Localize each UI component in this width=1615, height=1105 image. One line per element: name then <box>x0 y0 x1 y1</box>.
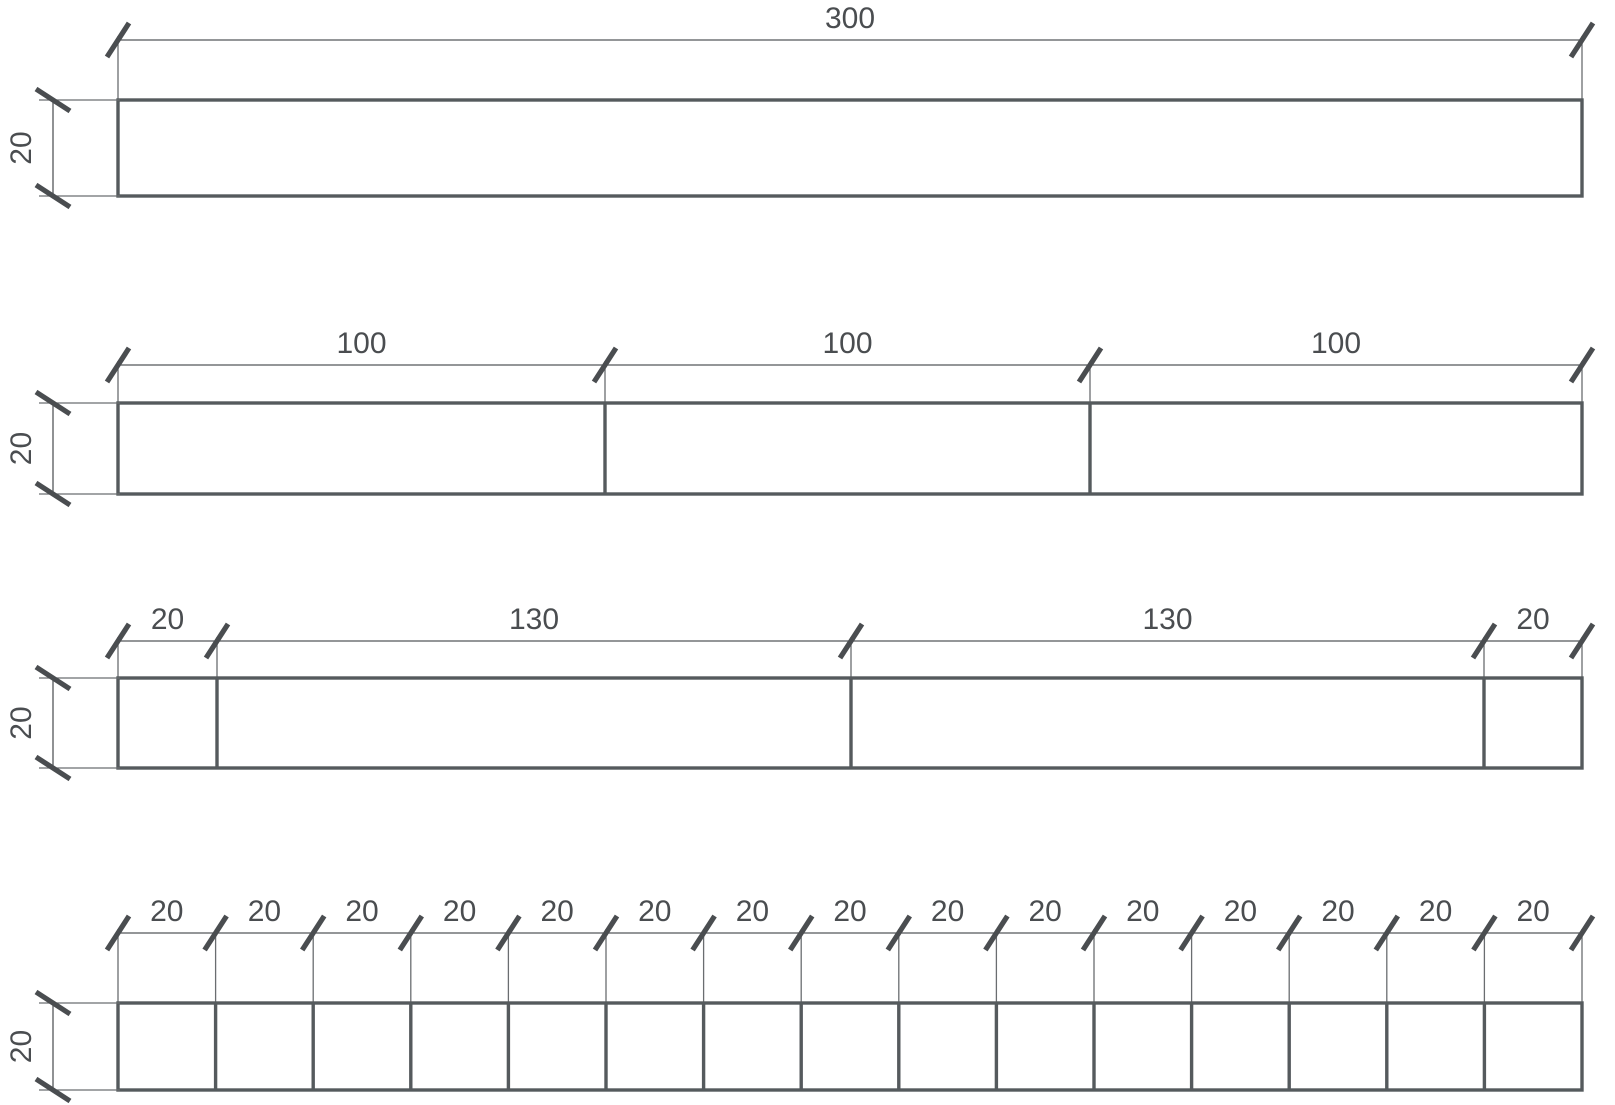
dimension-tick-view-3-4 <box>1568 622 1596 660</box>
height-dimension-tick-view-3-0 <box>34 664 72 692</box>
dimension-tick-view-4-8 <box>885 914 912 952</box>
dimension-tick-view-4-4 <box>495 914 522 952</box>
dimension-tick-view-4-9 <box>983 914 1010 952</box>
bar-height-label: 20 <box>5 131 38 164</box>
height-dimension-tick-view-1-0 <box>34 86 72 114</box>
segment-length-label: 20 <box>150 895 183 928</box>
dimension-tick-view-2-0 <box>104 346 132 384</box>
dimension-tick-view-4-10 <box>1080 914 1108 952</box>
segment-length-label: 20 <box>151 603 184 636</box>
height-dimension-tick-view-1-1 <box>34 182 72 210</box>
segment-length-label: 20 <box>736 895 769 928</box>
height-dimension-tick-view-4-0 <box>34 989 72 1017</box>
dimension-tick-view-4-14 <box>1471 914 1498 952</box>
dimension-tick-view-4-2 <box>300 914 327 952</box>
bar-outline-view-4 <box>116 1001 1584 1092</box>
dimension-tick-view-2-3 <box>1568 346 1596 384</box>
dimension-tick-view-4-3 <box>397 914 424 952</box>
segment-length-label: 300 <box>825 2 875 35</box>
segment-length-label: 130 <box>509 603 559 636</box>
segment-length-label: 20 <box>1516 603 1549 636</box>
segment-length-label: 20 <box>1224 895 1257 928</box>
segment-length-label: 130 <box>1142 603 1192 636</box>
dimension-tick-view-4-15 <box>1568 914 1596 952</box>
segment-length-label: 20 <box>1029 895 1062 928</box>
segment-length-label: 20 <box>443 895 476 928</box>
view-group-end-bearings-and-two-spans: 20 130 130 20 20 <box>5 603 1596 782</box>
dimension-tick-view-4-11 <box>1178 914 1205 952</box>
segment-length-label: 20 <box>931 895 964 928</box>
segment-length-label: 100 <box>336 327 386 360</box>
segment-length-label: 20 <box>541 895 574 928</box>
bar-height-label: 20 <box>5 1030 38 1063</box>
bar-outline-view-2 <box>116 401 1584 496</box>
dimension-tick-view-4-0 <box>104 914 132 952</box>
dimension-tick-view-2-2 <box>1076 346 1104 384</box>
view-group-fifteen-equal-segments: 20 20 20 20 20 20 20 20 20 20 20 20 20 20 20 20 <box>5 895 1596 1104</box>
dimension-tick-view-3-3 <box>1470 622 1498 660</box>
height-dimension-tick-view-4-1 <box>34 1076 72 1104</box>
segment-length-label: 20 <box>1419 895 1452 928</box>
segment-length-label: 20 <box>1126 895 1159 928</box>
height-dimension-tick-view-2-0 <box>34 389 72 417</box>
dimension-tick-view-2-1 <box>591 346 619 384</box>
dimension-tick-view-4-5 <box>592 914 620 952</box>
view-group-undivided-bar: 300 20 <box>5 2 1596 210</box>
dimension-tick-view-1-1 <box>1568 21 1596 59</box>
dimension-tick-view-4-13 <box>1373 914 1400 952</box>
height-dimension-tick-view-3-1 <box>34 754 72 782</box>
segment-length-label: 20 <box>345 895 378 928</box>
segment-length-label: 20 <box>1517 895 1550 928</box>
dimension-tick-view-4-1 <box>202 914 229 952</box>
segment-length-label: 20 <box>833 895 866 928</box>
segment-length-label: 100 <box>1311 327 1361 360</box>
view-group-three-equal-segments: 100 100 100 20 <box>5 327 1596 508</box>
dimension-tick-view-4-7 <box>788 914 815 952</box>
segment-length-label: 20 <box>248 895 281 928</box>
bar-outline-view-1 <box>116 98 1584 198</box>
dimension-tick-view-4-12 <box>1276 914 1303 952</box>
segment-length-label: 20 <box>1321 895 1354 928</box>
segment-length-label: 100 <box>822 327 872 360</box>
dimension-tick-view-1-0 <box>104 21 132 59</box>
dimension-tick-view-3-0 <box>104 622 132 660</box>
dimension-tick-view-3-2 <box>837 622 865 660</box>
segment-length-label: 20 <box>638 895 671 928</box>
bar-height-label: 20 <box>5 706 38 739</box>
dimension-tick-view-3-1 <box>203 622 231 660</box>
bar-height-label: 20 <box>5 432 38 465</box>
height-dimension-tick-view-2-1 <box>34 480 72 508</box>
dimension-tick-view-4-6 <box>690 914 717 952</box>
